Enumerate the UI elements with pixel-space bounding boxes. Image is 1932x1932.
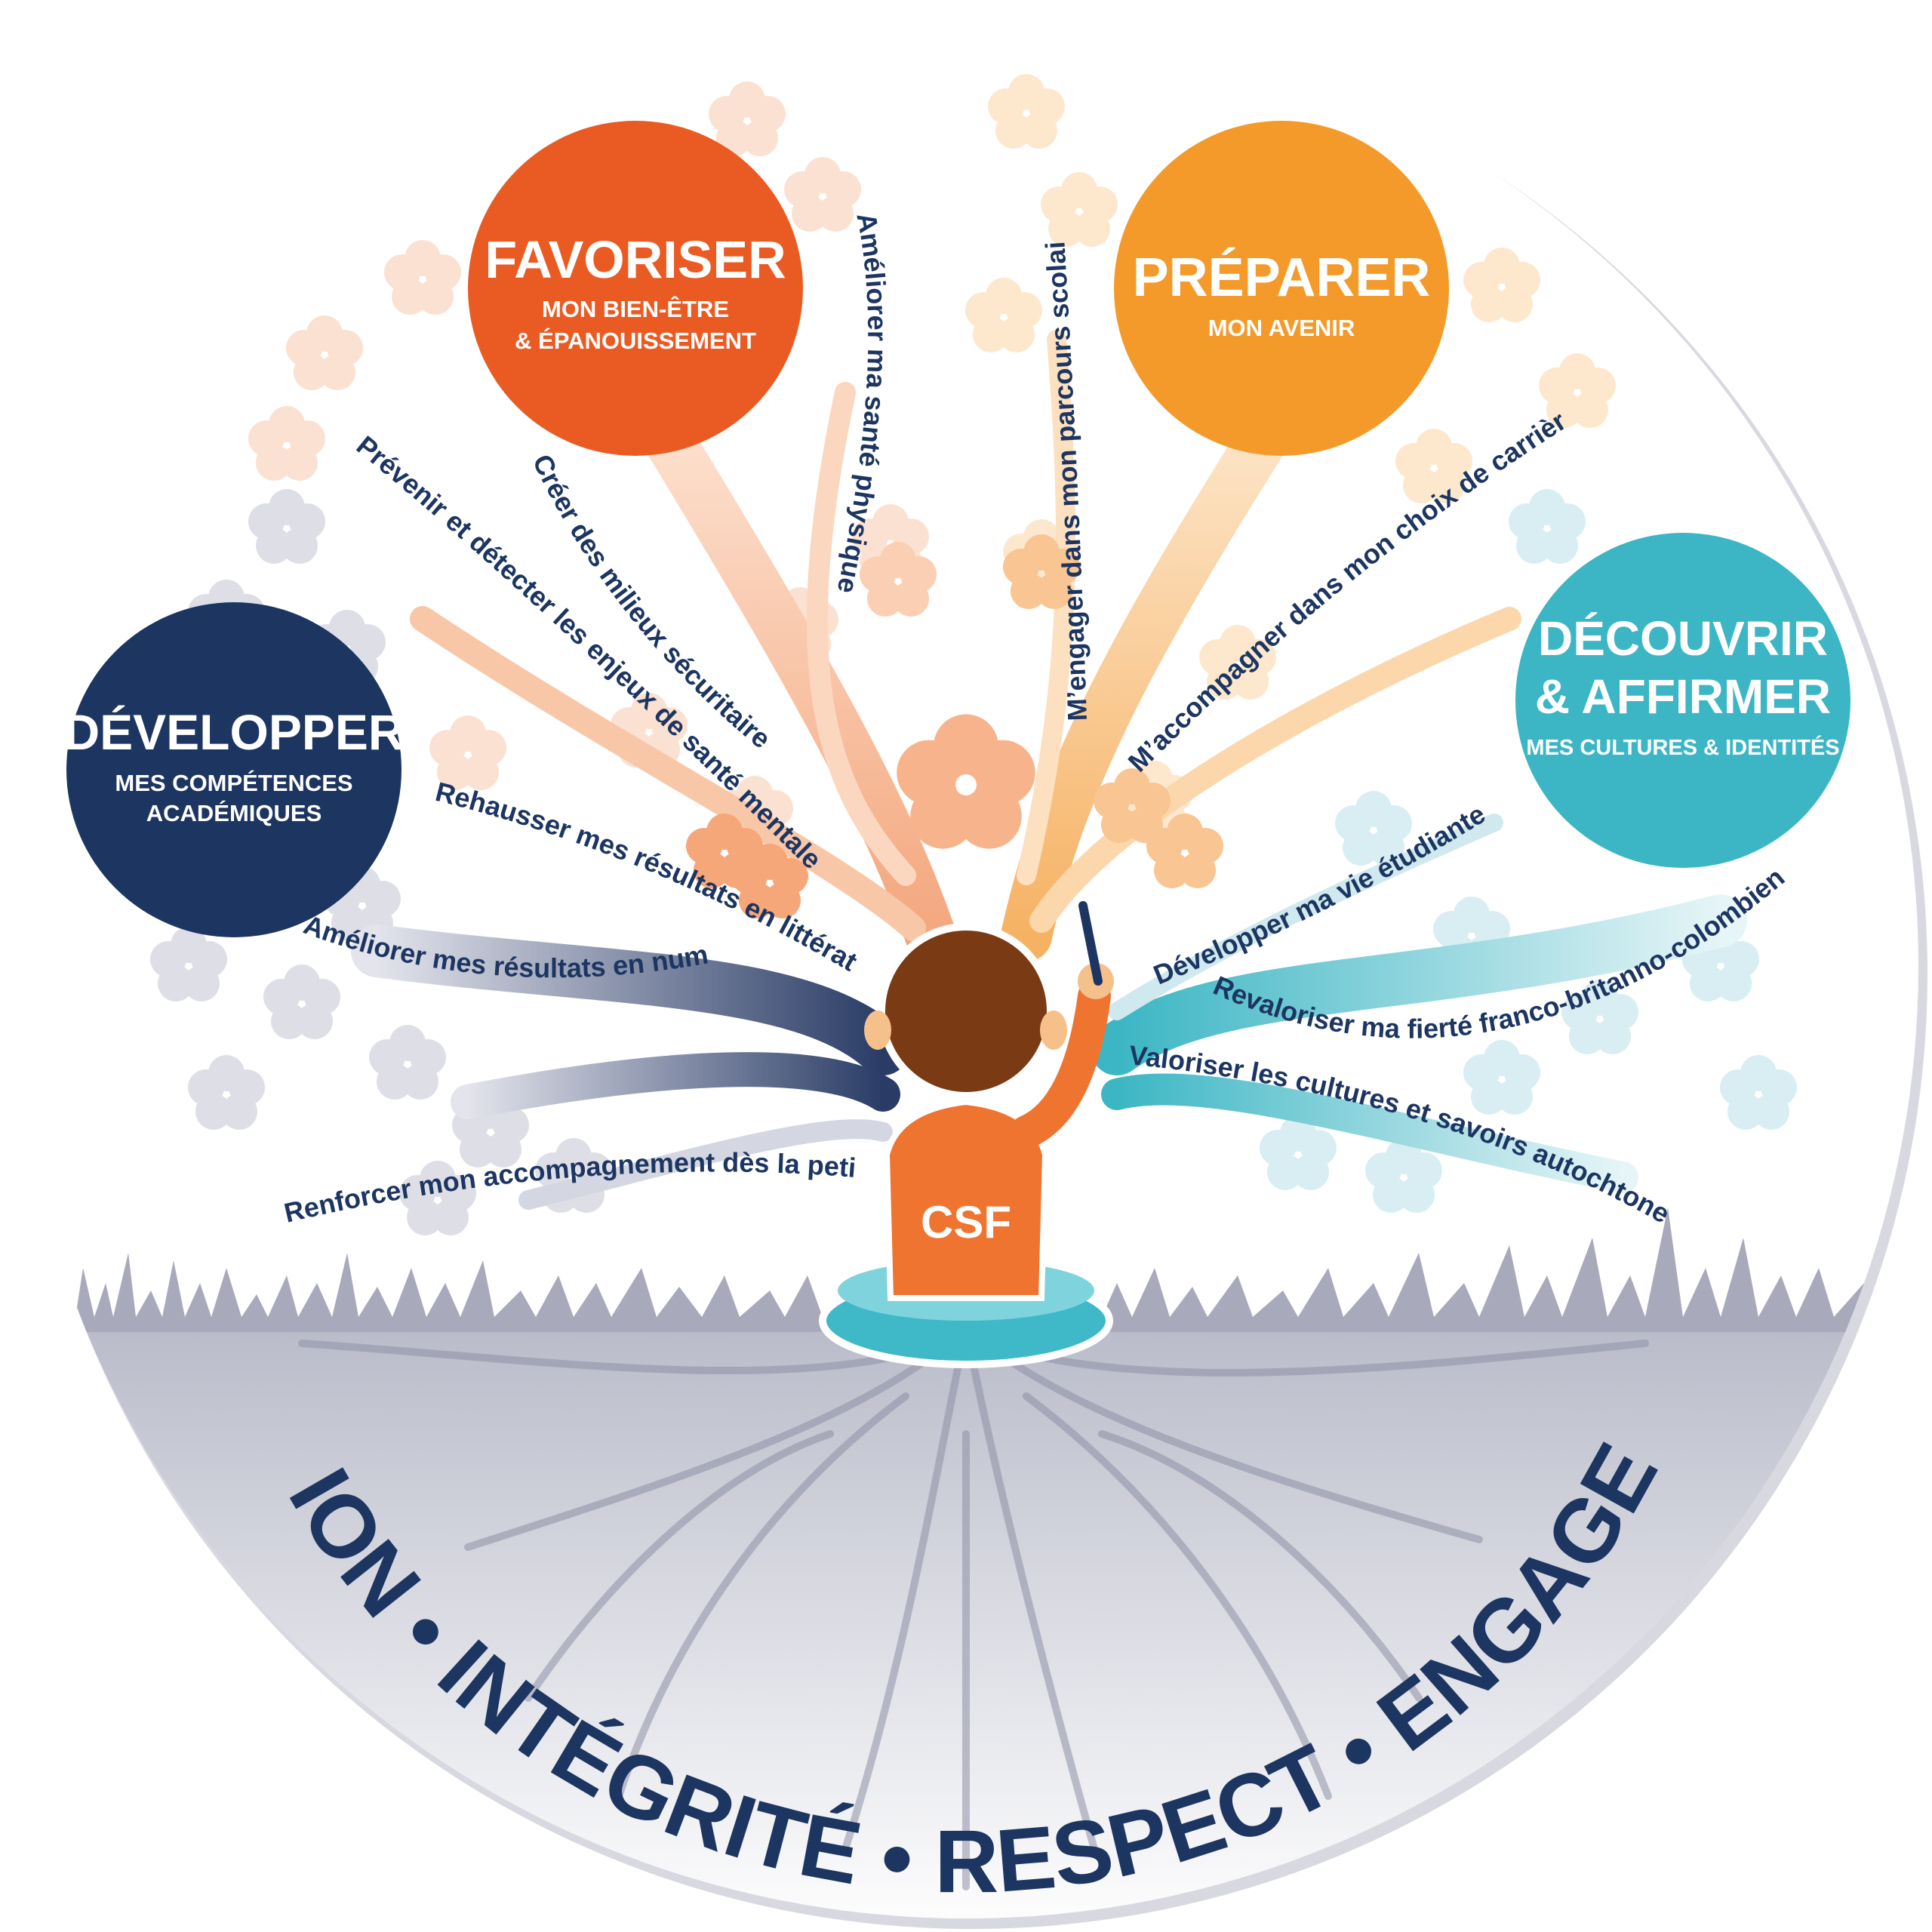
goal-favoriser-circle <box>468 121 803 456</box>
goal-developper-sub1: MES COMPÉTENCES <box>115 770 352 796</box>
goal-favoriser-sub1: MON BIEN-ÊTRE <box>542 295 729 322</box>
goal-preparer: PRÉPARER MON AVENIR <box>1114 121 1449 456</box>
child-head <box>878 923 1054 1100</box>
goal-developper-title: DÉVELOPPER <box>63 704 404 760</box>
branches-teal <box>1091 814 1747 1193</box>
child-shirt-logo: CSF <box>921 1197 1011 1247</box>
goal-decouvrir-title1: DÉCOUVRIR <box>1538 611 1828 666</box>
goal-decouvrir-circle <box>1515 533 1850 868</box>
goal-developper-circle <box>66 602 401 937</box>
child-ear-left <box>864 1011 891 1050</box>
child-illustration: CSF <box>819 901 1114 1368</box>
goal-preparer-sub1: MON AVENIR <box>1208 315 1355 341</box>
goal-preparer-title: PRÉPARER <box>1133 248 1431 308</box>
child-raised-arm <box>1010 980 1111 1149</box>
value-separator: • <box>852 1804 940 1911</box>
flower-center-dot <box>955 774 977 795</box>
branches-peach <box>410 382 961 977</box>
goal-favoriser-title: FAVORISER <box>485 230 786 289</box>
child-brush <box>1078 901 1103 986</box>
goal-decouvrir-title2: & AFFIRMER <box>1535 669 1831 724</box>
goal-decouvrir: DÉCOUVRIR & AFFIRMER MES CULTURES & IDEN… <box>1515 533 1850 868</box>
child-ear-right <box>1040 1011 1067 1050</box>
goal-decouvrir-sub1: MES CULTURES & IDENTITÉS <box>1526 734 1839 760</box>
goal-favoriser: FAVORISER MON BIEN-ÊTRE & ÉPANOUISSEMENT <box>468 121 803 456</box>
goal-developper-sub2: ACADÉMIQUES <box>146 800 322 826</box>
branches-navy <box>351 924 909 1210</box>
goal-developper: DÉVELOPPER MES COMPÉTENCES ACADÉMIQUES <box>63 602 405 937</box>
goal-preparer-circle <box>1114 121 1449 456</box>
goal-favoriser-sub2: & ÉPANOUISSEMENT <box>515 328 756 354</box>
